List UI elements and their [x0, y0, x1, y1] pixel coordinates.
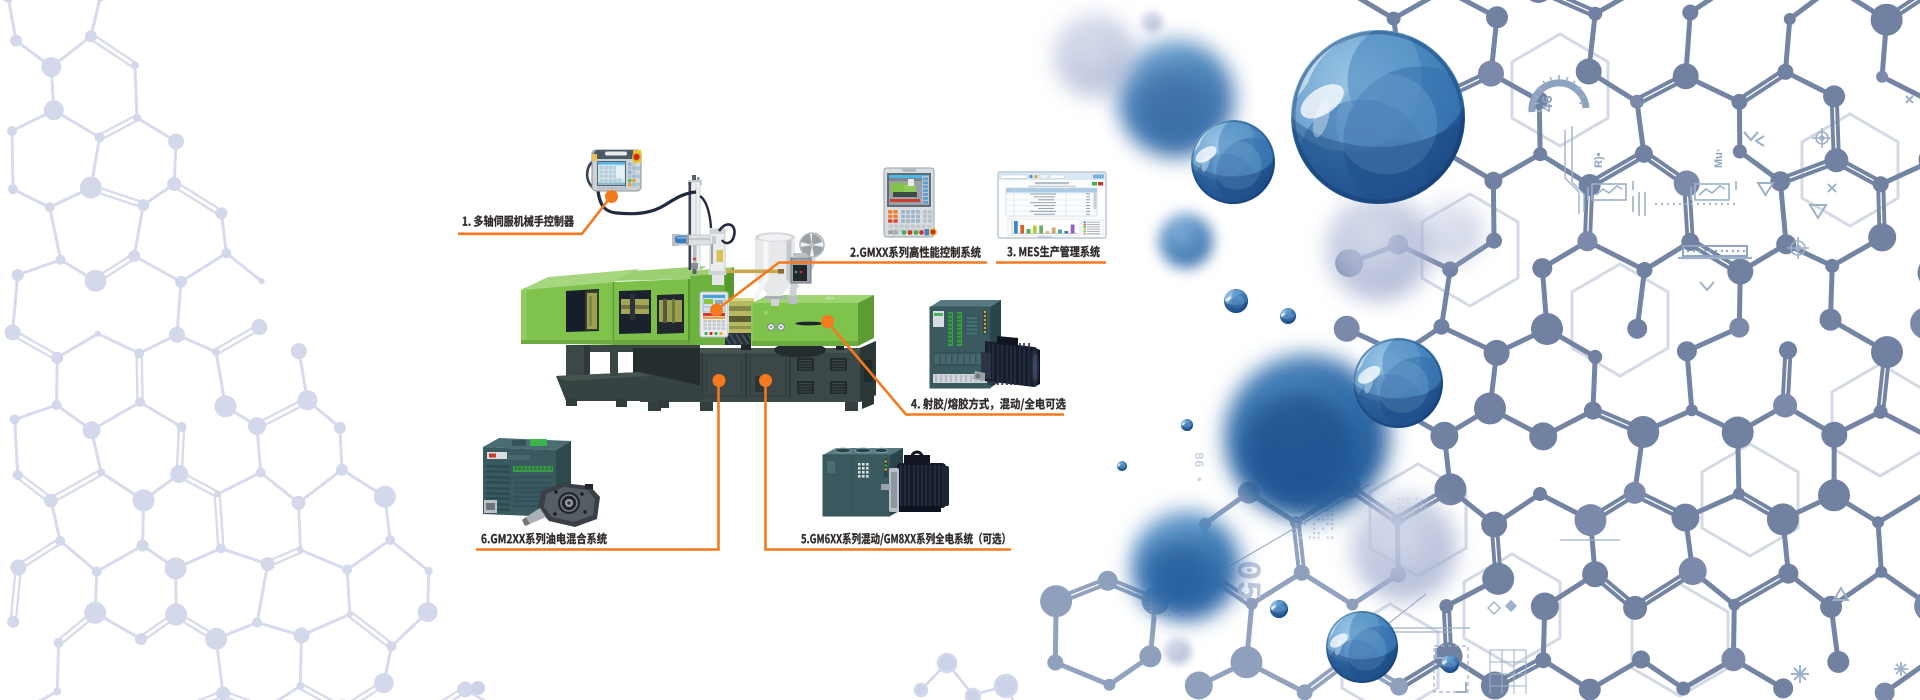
svg-text:Mu⋅: Mu⋅: [1713, 149, 1725, 168]
svg-text:86 •: 86 •: [1191, 452, 1206, 483]
svg-text:46: 46: [1539, 95, 1556, 112]
svg-text:R)•: R)•: [1593, 152, 1605, 168]
